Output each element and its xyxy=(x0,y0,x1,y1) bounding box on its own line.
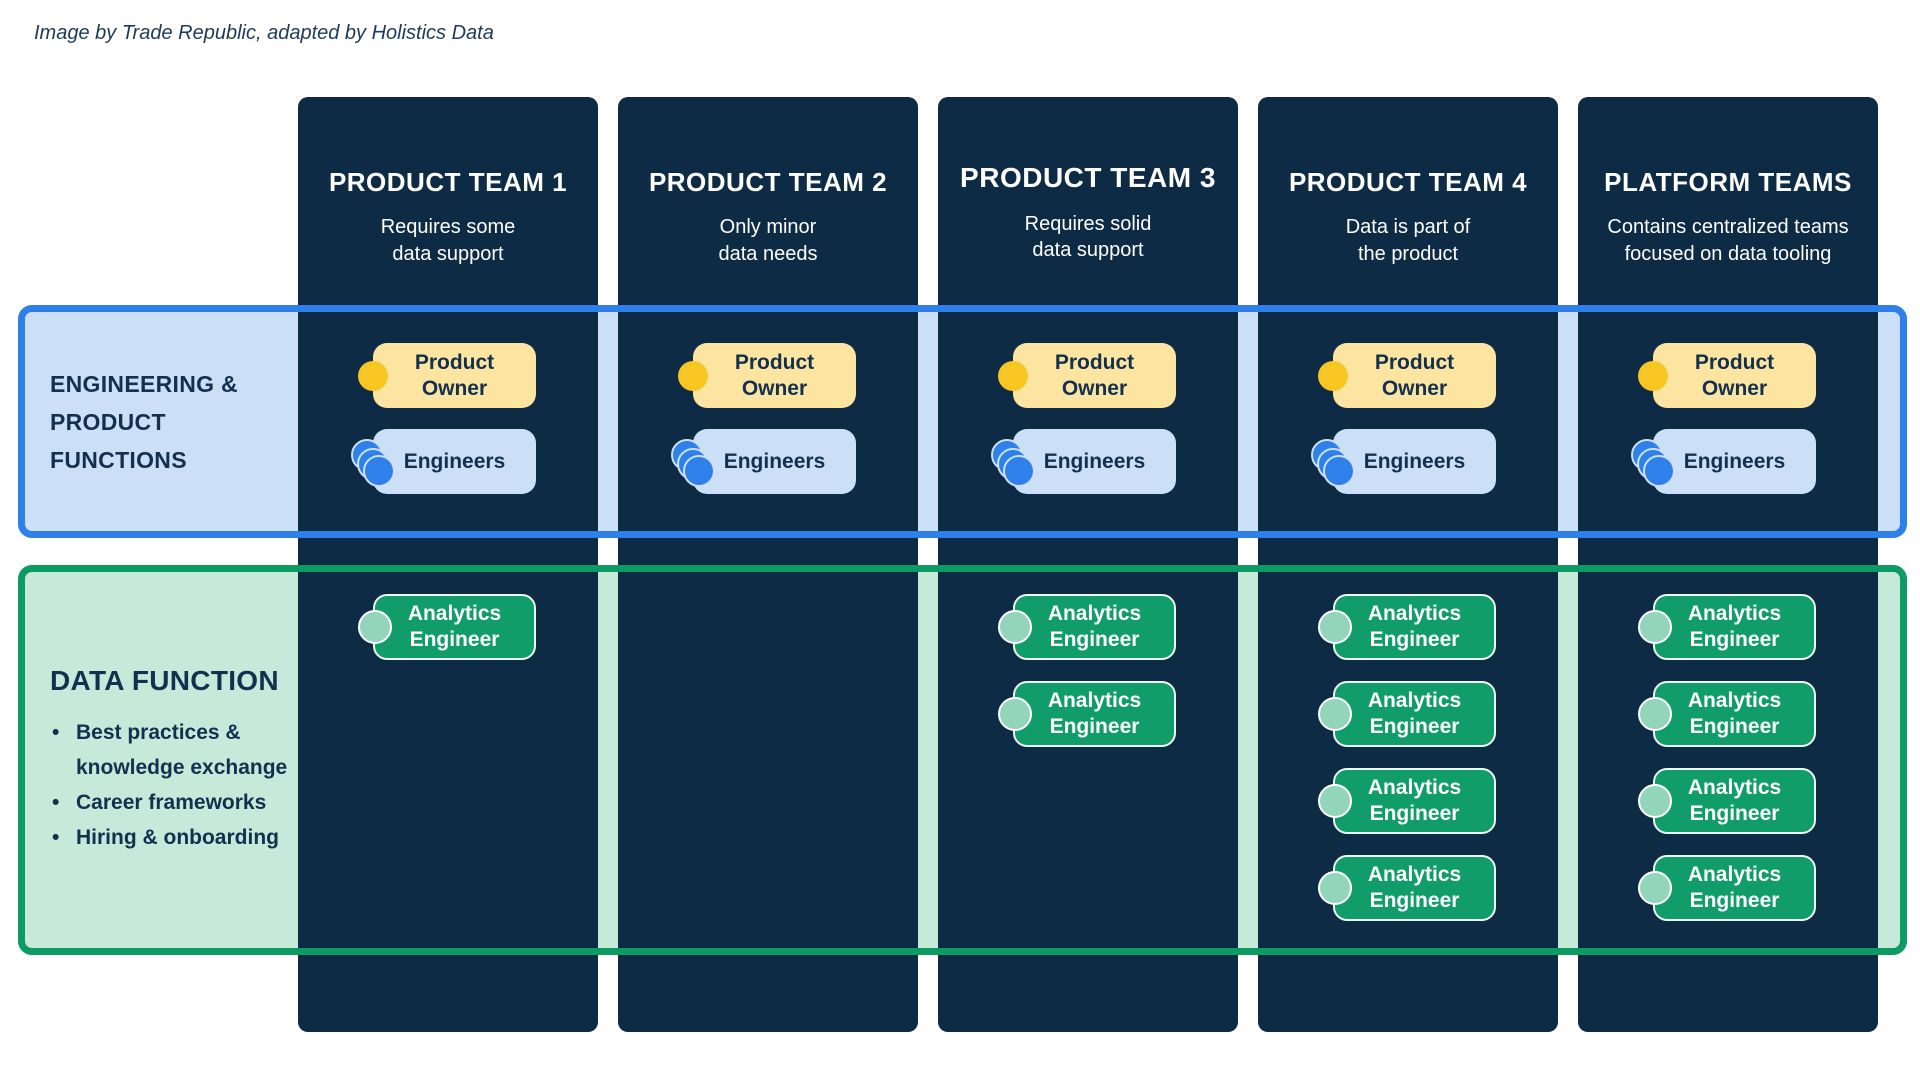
analytics-engineer-dot-icon xyxy=(358,610,392,644)
analytics-engineer-pill: Analytics Engineer xyxy=(1318,594,1496,660)
product-owner-pill: Product Owner xyxy=(1638,343,1816,408)
pill-label: Engineers xyxy=(403,449,506,473)
pill-label: Analytics Engineer xyxy=(1687,602,1782,651)
analytics-engineer-dot-icon xyxy=(998,610,1032,644)
pill-label: Product Owner xyxy=(1694,350,1775,400)
engineers-pill: Engineers xyxy=(991,429,1176,494)
product-owner-pill: Product Owner xyxy=(1318,343,1496,408)
analytics-engineer-pill: Analytics Engineer xyxy=(1638,594,1816,660)
engineers-pill: Engineers xyxy=(671,429,856,494)
pill-label: Analytics Engineer xyxy=(1047,602,1142,651)
analytics-engineer-dot-icon xyxy=(1318,697,1352,731)
analytics-engineer-dot-icon xyxy=(1318,871,1352,905)
engineers-pill: Engineers xyxy=(351,429,536,494)
pill-label: Analytics Engineer xyxy=(1687,776,1782,825)
pill-label: Analytics Engineer xyxy=(1687,689,1782,738)
engineer-dot-icon xyxy=(1003,454,1035,487)
analytics-engineer-dot-icon xyxy=(1638,697,1672,731)
product-owner-dot-icon xyxy=(678,360,708,391)
pill-label: Analytics Engineer xyxy=(1367,689,1462,738)
team-column-3: PRODUCT TEAM 3 Requires solid data suppor… xyxy=(938,97,1238,1032)
pill-label: Product Owner xyxy=(414,350,495,400)
column-title: PRODUCT TEAM 3 xyxy=(960,162,1216,193)
data-band-bullet: Best practices & knowledge exchange xyxy=(50,715,296,785)
data-band-bullet: Career frameworks xyxy=(50,785,296,820)
analytics-engineer-pill: Analytics Engineer xyxy=(358,594,536,660)
product-owner-pill: Product Owner xyxy=(678,343,856,408)
analytics-engineer-pill: Analytics Engineer xyxy=(1318,855,1496,921)
analytics-engineer-pill: Analytics Engineer xyxy=(1318,681,1496,747)
pill-label: Analytics Engineer xyxy=(1047,689,1142,738)
pill-label: Engineers xyxy=(1683,449,1786,473)
column-subtitle: Data is part of the product xyxy=(1345,216,1471,265)
product-owner-dot-icon xyxy=(358,360,388,391)
analytics-engineer-dot-icon xyxy=(1638,871,1672,905)
data-band-title: DATA FUNCTION xyxy=(50,665,279,696)
product-owner-dot-icon xyxy=(1638,360,1668,391)
team-column-1: PRODUCT TEAM 1 Requires some data support… xyxy=(298,97,598,1032)
column-subtitle: Contains centralized teams focused on da… xyxy=(1607,216,1849,265)
engineering-band-label: ENGINEERING & PRODUCT FUNCTIONS xyxy=(50,370,238,473)
engineer-dot-icon xyxy=(363,454,395,487)
analytics-engineer-pill: Analytics Engineer xyxy=(998,594,1176,660)
pill-label: Engineers xyxy=(1043,449,1146,473)
column-title: PRODUCT TEAM 2 xyxy=(648,167,888,197)
column-title: PRODUCT TEAM 1 xyxy=(328,167,568,197)
data-band-bullet-list: Best practices & knowledge exchangeCaree… xyxy=(50,715,296,855)
pill-label: Product Owner xyxy=(1054,350,1135,400)
analytics-engineer-dot-icon xyxy=(1318,610,1352,644)
product-owner-dot-icon xyxy=(1318,360,1348,391)
pill-label: Analytics Engineer xyxy=(1367,602,1462,651)
analytics-engineer-pill: Analytics Engineer xyxy=(1638,768,1816,834)
pill-label: Analytics Engineer xyxy=(1687,863,1782,912)
engineer-dot-icon xyxy=(683,454,715,487)
pill-label: Analytics Engineer xyxy=(1367,776,1462,825)
analytics-engineer-dot-icon xyxy=(1638,610,1672,644)
pill-label: Analytics Engineer xyxy=(407,602,502,651)
engineer-dot-icon xyxy=(1643,454,1675,487)
pill-label: Analytics Engineer xyxy=(1367,863,1462,912)
data-band-label: DATA FUNCTION Best practices & knowledge… xyxy=(50,565,296,955)
analytics-engineer-dot-icon xyxy=(1638,784,1672,818)
analytics-engineer-pill: Analytics Engineer xyxy=(1638,681,1816,747)
analytics-engineer-dot-icon xyxy=(998,697,1032,731)
team-column-5: PLATFORM TEAMS Contains centralized teams… xyxy=(1578,97,1878,1032)
analytics-engineer-dot-icon xyxy=(1318,784,1352,818)
product-owner-dot-icon xyxy=(998,360,1028,391)
pill-label: Product Owner xyxy=(1374,350,1455,400)
column-subtitle: Only minor data needs xyxy=(718,216,818,265)
analytics-engineer-pill: Analytics Engineer xyxy=(1318,768,1496,834)
column-title: PRODUCT TEAM 4 xyxy=(1288,167,1528,197)
data-band-bullet: Hiring & onboarding xyxy=(50,820,296,855)
product-owner-pill: Product Owner xyxy=(358,343,536,408)
column-subtitle: Requires solid data support xyxy=(1024,212,1152,261)
pill-label: Engineers xyxy=(723,449,826,473)
analytics-engineer-pill: Analytics Engineer xyxy=(998,681,1176,747)
attribution-text: Image by Trade Republic, adapted by Holi… xyxy=(34,22,494,44)
engineers-pill: Engineers xyxy=(1631,429,1816,494)
engineer-dot-icon xyxy=(1323,454,1355,487)
column-title: PLATFORM TEAMS xyxy=(1604,167,1852,197)
team-column-4: PRODUCT TEAM 4 Data is part of the produc… xyxy=(1258,97,1558,1032)
engineers-pill: Engineers xyxy=(1311,429,1496,494)
pill-label: Product Owner xyxy=(734,350,815,400)
analytics-engineer-pill: Analytics Engineer xyxy=(1638,855,1816,921)
pill-label: Engineers xyxy=(1363,449,1466,473)
product-owner-pill: Product Owner xyxy=(998,343,1176,408)
column-subtitle: Requires some data support xyxy=(380,216,516,265)
